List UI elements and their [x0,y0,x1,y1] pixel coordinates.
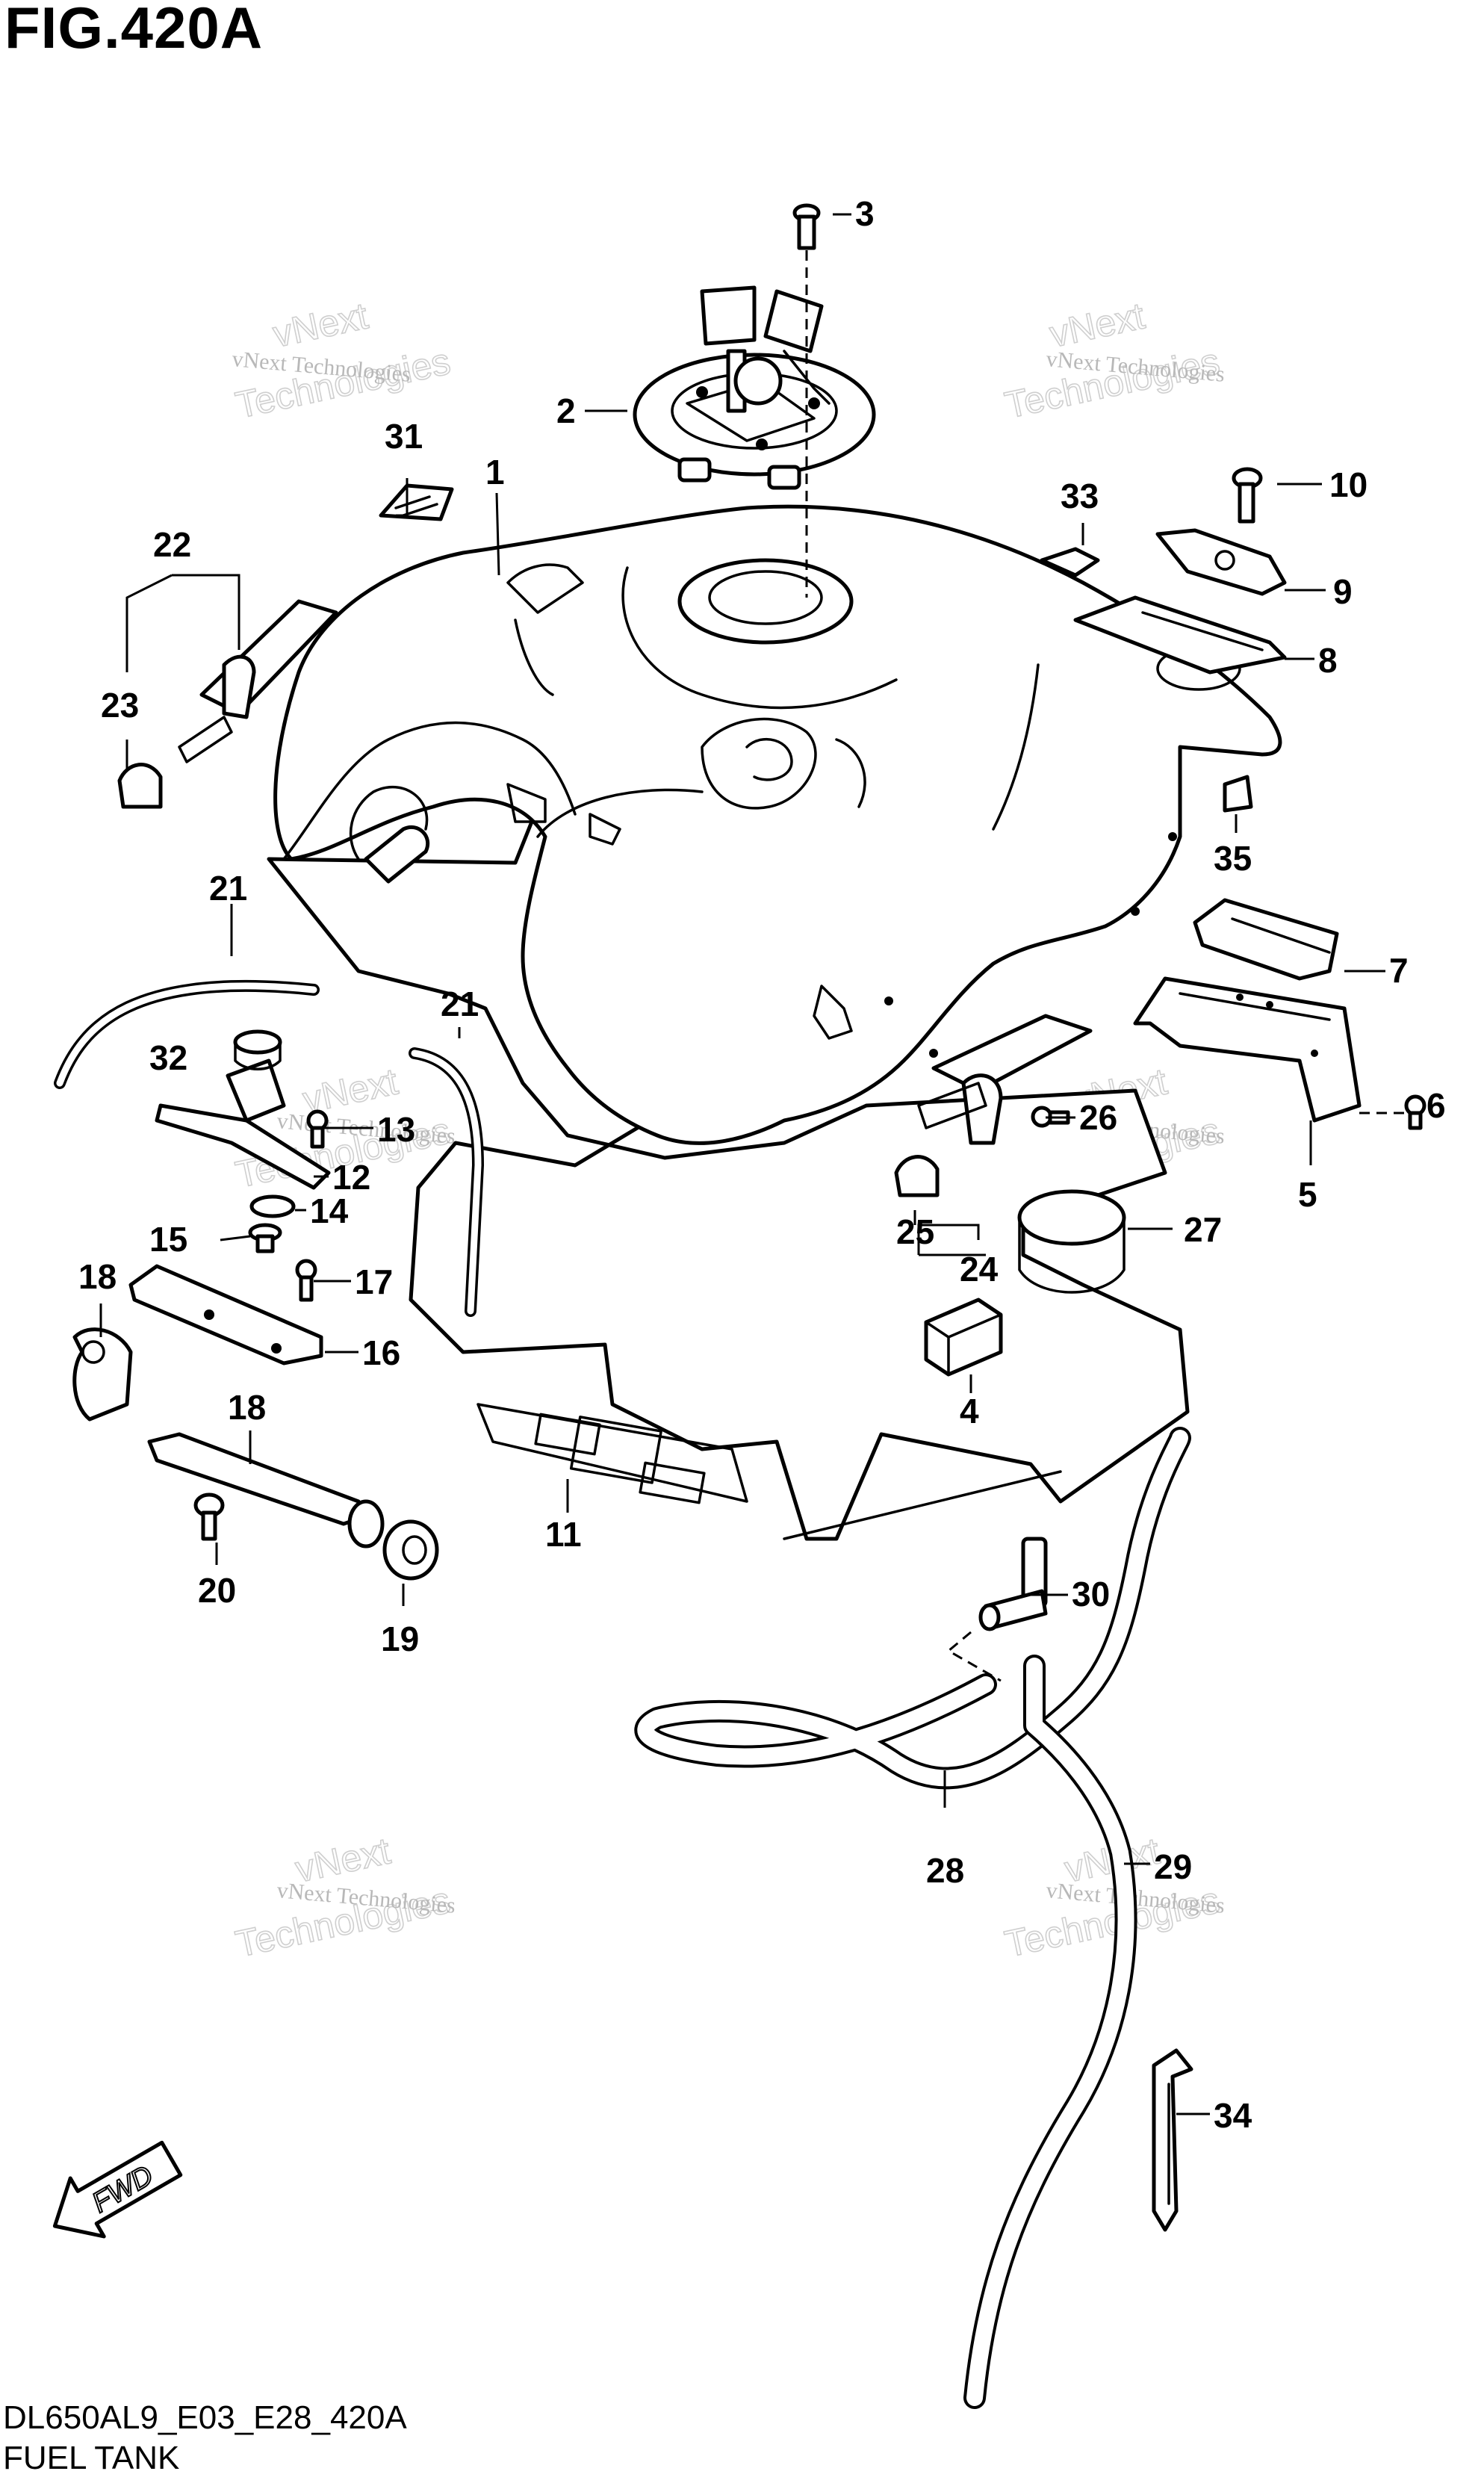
callout-19: 19 [381,1619,419,1658]
callout-9: 9 [1333,572,1353,611]
part-30-hose [634,1427,1191,1790]
part-4-damper [924,1298,1003,1377]
part-32-joint [946,1537,1048,1682]
callout-5: 5 [1298,1175,1317,1214]
part-14-collar [249,1194,296,1218]
callout-24: 24 [960,1250,999,1289]
part-17-bolt [295,1259,317,1302]
part-18-lower-clamp [147,1432,385,1549]
callout-29: 27 [1184,1210,1222,1249]
callout-33: 34 [1214,2096,1252,2135]
part-31-hose [963,1655,1137,2409]
callout-30: 28 [926,1851,964,1890]
watermark-low-left: Technologies vNext vNext Technologies [232,1829,456,1966]
part-13-bolt [306,1109,329,1149]
callout-4: 4 [960,1392,979,1430]
callout-16: 16 [362,1333,400,1372]
callout-3: 3 [855,194,875,233]
callout-13: 13 [377,1110,415,1149]
model-code: DL650AL9_E03_E28_420A [3,2399,407,2436]
callout-8: 8 [1318,641,1338,680]
callout-17: 17 [355,1262,393,1301]
part-9-bracket [1155,528,1287,596]
part-22-lock-assembly [117,599,338,809]
part-8-bracket [1073,595,1287,675]
figure-title: FIG.420A [4,0,264,61]
callout-20: 20 [198,1571,236,1610]
callout-12: 12 [332,1158,370,1197]
watermark-top-left: Technologies vNext vNext Technologies [231,294,454,427]
callout-18-lower: 18 [228,1388,266,1427]
watermark-word: vNext [270,294,372,355]
fwd-direction-marker: FWD [52,2140,183,2239]
part-35-label [1223,775,1253,813]
leader-lines [99,213,1385,2115]
callout-31: 29 [1154,1847,1192,1886]
part-34-label [1040,547,1100,577]
callout-32: 30 [1072,1575,1110,1613]
part-5-bracket [1133,976,1362,1123]
callout-11: 11 [545,1515,582,1554]
callout-labels: 3 2 1 10 9 8 33 35 7 6 5 27 4 11 13 12 1… [78,194,1446,2135]
callout-14: 14 [310,1191,349,1230]
callout-18-upper: 18 [78,1257,117,1296]
watermark-word: vNext [1046,294,1149,355]
figure-caption: FUEL TANK [3,2440,180,2476]
part-7-bracket [1193,898,1339,981]
callout-35: 35 [1214,839,1252,878]
part-21-lower-hose [409,1047,484,1317]
part-20-bolt [193,1492,225,1541]
callout-15: 15 [149,1220,187,1259]
callout-6: 6 [1426,1086,1446,1125]
callout-21-upper: 21 [209,869,247,908]
part-1-fuel-tank [273,504,1282,1145]
callout-21-lower: 21 [441,985,479,1023]
callout-10: 10 [1329,465,1367,504]
part-16-bracket [128,1264,323,1365]
callout-27: 31 [385,417,423,456]
callout-23: 23 [101,686,139,725]
callout-25: 25 [896,1212,934,1251]
callout-28: 32 [149,1038,187,1077]
part-29-strap [1017,1189,1126,1294]
part-12-bracket [155,1058,331,1190]
part-15-bolt [248,1223,282,1253]
part-2-fuel-cap [633,285,876,490]
callout-2: 2 [556,391,576,430]
callout-7: 7 [1389,951,1409,990]
part-6-bolt [1359,1094,1426,1130]
part-33-clamp [1152,2048,1193,2232]
part-3-screw [792,203,821,598]
callout-34: 33 [1061,477,1099,515]
part-19-grommet [382,1519,439,1581]
part-18-upper-clamp [72,1327,133,1422]
callout-26: 26 [1079,1098,1117,1137]
part-10-bolt [1232,467,1263,524]
callout-22: 22 [153,525,191,564]
part-28-grommet [233,1029,282,1070]
callout-1: 1 [485,453,505,492]
part-24-lock-assembly [894,1014,1093,1197]
watermark-top-right: Technologies vNext vNext Technologies [1001,294,1226,427]
part-21-upper-hose [54,979,320,1089]
